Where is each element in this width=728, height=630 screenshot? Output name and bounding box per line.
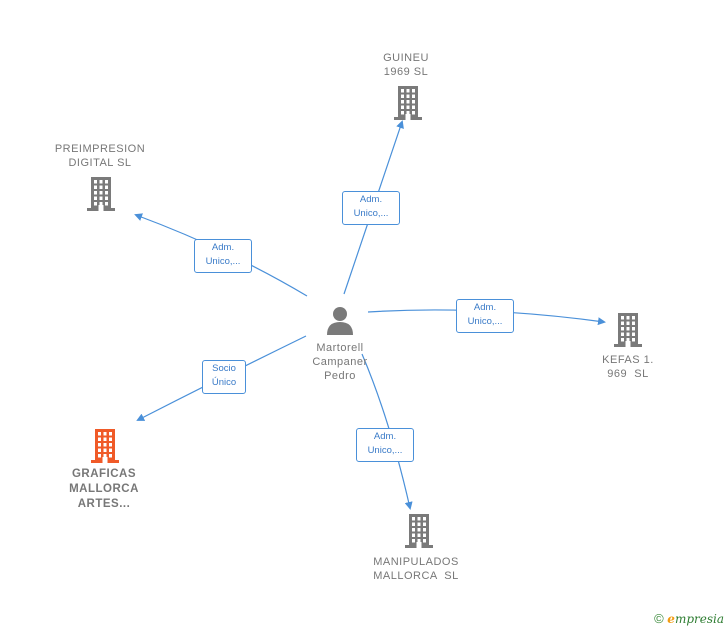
center-name-line-3: Pedro bbox=[324, 370, 356, 382]
edge-manipulados bbox=[361, 353, 413, 510]
company-name-graficas[interactable]: GRAFICAS MALLORCA ARTES... bbox=[54, 467, 154, 512]
guineu-name-line-1: GUINEU bbox=[383, 52, 429, 64]
relation-label-line: Adm. bbox=[473, 302, 497, 313]
relation-label-line: Adm. bbox=[211, 242, 235, 253]
center-name-line-1: Martorell bbox=[316, 342, 364, 354]
relation-label-line: Adm. bbox=[359, 194, 383, 205]
graficas-name-line-2: MALLORCA bbox=[69, 483, 139, 495]
guineu-name-line-2: 1969 SL bbox=[383, 66, 429, 78]
relation-label-kefas[interactable]: Adm. Unico,... bbox=[456, 299, 514, 333]
brand-name: mpresia bbox=[674, 612, 724, 626]
relation-label-guineu[interactable]: Adm. Unico,... bbox=[342, 191, 400, 225]
brand-initial: e bbox=[667, 612, 675, 626]
footer-brand[interactable]: © empresia bbox=[654, 611, 724, 626]
building-icon[interactable] bbox=[613, 313, 643, 347]
company-name-manipulados[interactable]: MANIPULADOS MALLORCA SL bbox=[360, 555, 472, 583]
kefas-name-line-2: 969 SL bbox=[607, 368, 649, 380]
center-name-line-2: Campaner bbox=[312, 356, 368, 368]
building-icon[interactable] bbox=[393, 86, 423, 120]
relation-label-line: Único bbox=[211, 377, 237, 388]
kefas-name-line-1: KEFAS 1. bbox=[602, 354, 654, 366]
relation-label-line: Adm. bbox=[373, 431, 397, 442]
person-icon[interactable] bbox=[325, 305, 355, 335]
building-icon[interactable] bbox=[404, 514, 434, 548]
relation-label-line: Unico,... bbox=[467, 316, 503, 327]
manipulados-name-line-1: MANIPULADOS bbox=[373, 556, 459, 568]
manipulados-name-line-2: MALLORCA SL bbox=[373, 570, 459, 582]
preimpresion-name-line-1: PREIMPRESION bbox=[54, 143, 146, 155]
relation-label-line: Unico,... bbox=[205, 256, 241, 267]
building-icon[interactable] bbox=[86, 177, 116, 211]
brand-logo: empresia bbox=[667, 612, 724, 626]
relation-label-graficas[interactable]: Socio Único bbox=[202, 360, 246, 394]
company-name-guineu[interactable]: GUINEU 1969 SL bbox=[356, 51, 456, 79]
building-icon[interactable] bbox=[90, 429, 120, 463]
graficas-name-line-1: GRAFICAS bbox=[71, 468, 137, 480]
copyright-symbol: © bbox=[654, 611, 664, 626]
company-name-kefas[interactable]: KEFAS 1. 969 SL bbox=[578, 353, 678, 381]
relation-label-line: Unico,... bbox=[353, 208, 389, 219]
relation-label-manipulados[interactable]: Adm. Unico,... bbox=[356, 428, 414, 462]
preimpresion-name-line-2: DIGITAL SL bbox=[68, 157, 132, 169]
relation-label-preimpresion[interactable]: Adm. Unico,... bbox=[194, 239, 252, 273]
center-person-name[interactable]: Martorell Campaner Pedro bbox=[292, 341, 388, 383]
graficas-name-line-3: ARTES... bbox=[77, 498, 131, 510]
company-name-preimpresion[interactable]: PREIMPRESION DIGITAL SL bbox=[44, 142, 156, 170]
relation-label-line: Unico,... bbox=[367, 445, 403, 456]
relation-label-line: Socio bbox=[212, 363, 236, 374]
